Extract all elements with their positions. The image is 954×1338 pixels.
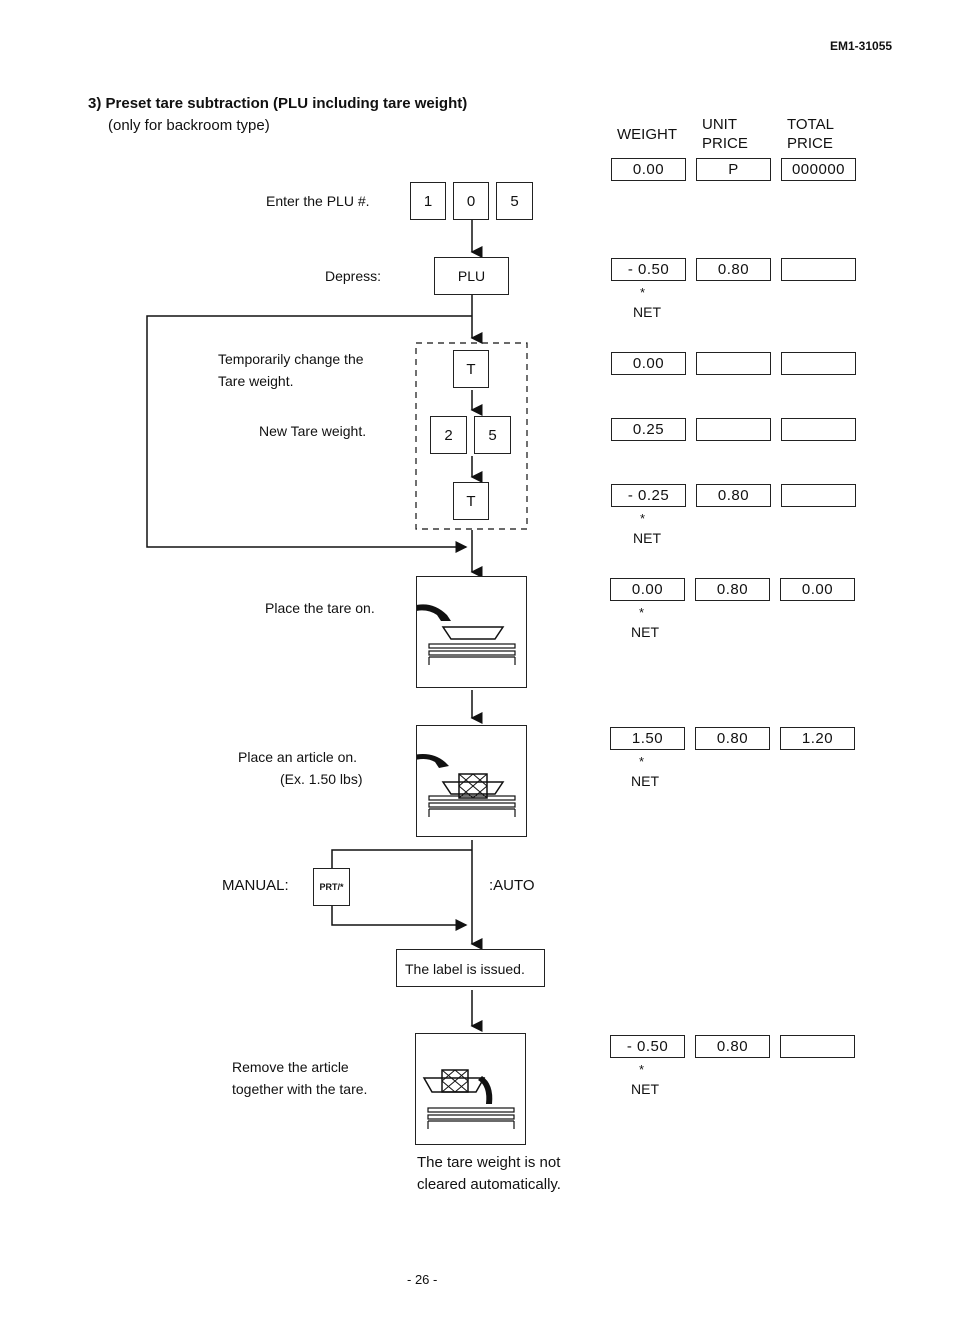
display-weight: 0.00 [610,578,685,601]
display-weight: - 0.50 [611,258,686,281]
section-title: 3) Preset tare subtraction (PLU includin… [88,95,468,112]
display-unit: 0.80 [695,578,770,601]
tare-note: The tare weight is not cleared automatic… [417,1154,561,1193]
page-number: - 26 - [407,1272,438,1287]
display-weight: 0.00 [611,352,686,375]
net-indicator-icon: * [640,511,646,526]
step-new-tare: New Tare weight. [259,423,367,439]
step-auto: :AUTO [489,877,535,894]
display-unit: 0.80 [696,484,771,507]
step-manual: MANUAL: [222,877,289,894]
key-tare-1[interactable]: T [453,350,489,388]
display-unit: 0.80 [695,1035,770,1058]
display-total: 000000 [781,158,856,181]
display-unit: 0.80 [696,258,771,281]
label-issued-box: The label is issued. [396,949,545,987]
step-temp-change: Temporarily change the Tare weight. [218,351,364,389]
net-label: NET [631,624,659,640]
net-label: NET [633,304,661,320]
scale-remove-illustration [415,1033,526,1145]
step-place-tare: Place the tare on. [265,600,375,616]
display-total: 1.20 [780,727,855,750]
step-depress: Depress: [325,268,382,284]
net-label: NET [631,773,659,789]
display-total [781,418,856,441]
display-weight: - 0.25 [611,484,686,507]
step-remove-article: Remove the article together with the tar… [232,1059,368,1097]
display-weight: 0.00 [611,158,686,181]
header-unit-price: UNIT PRICE [702,116,748,152]
display-unit [696,352,771,375]
net-indicator-icon: * [640,285,646,300]
key-print[interactable]: PRT/* [313,868,350,906]
key-tare-2[interactable]: T [453,482,489,520]
header-weight: WEIGHT [617,126,677,143]
step-place-article: Place an article on. [238,749,358,765]
scale-remove-article-icon [422,1069,515,1129]
net-indicator-icon: * [639,1062,645,1077]
step-place-article-example: (Ex. 1.50 lbs) [280,771,363,787]
label-issued-text: The label is issued. [405,961,525,977]
key-digit-5b[interactable]: 5 [474,416,511,454]
net-indicator-icon: * [639,605,645,620]
step-enter-plu: Enter the PLU #. [266,193,370,209]
display-weight: 1.50 [610,727,685,750]
display-total [781,258,856,281]
section-subtitle: (only for backroom type) [108,117,270,134]
scale-tare-illustration [409,576,527,688]
scale-article-illustration [409,725,527,837]
display-total: 0.00 [780,578,855,601]
display-unit: 0.80 [695,727,770,750]
key-digit-1[interactable]: 1 [410,182,446,220]
net-label: NET [633,530,661,546]
key-digit-2[interactable]: 2 [430,416,467,454]
scale-with-tare-icon [409,604,516,665]
net-indicator-icon: * [639,754,645,769]
display-weight: 0.25 [611,418,686,441]
key-plu[interactable]: PLU [434,257,509,295]
key-digit-5[interactable]: 5 [496,182,533,220]
display-total [780,1035,855,1058]
document-id: EM1-31055 [830,39,893,53]
key-digit-0[interactable]: 0 [453,182,489,220]
header-total-price: TOTAL PRICE [787,116,834,152]
display-weight: - 0.50 [610,1035,685,1058]
display-total [781,352,856,375]
display-unit [696,418,771,441]
display-total [781,484,856,507]
display-unit: P [696,158,771,181]
scale-with-article-icon [409,754,516,817]
net-label: NET [631,1081,659,1097]
